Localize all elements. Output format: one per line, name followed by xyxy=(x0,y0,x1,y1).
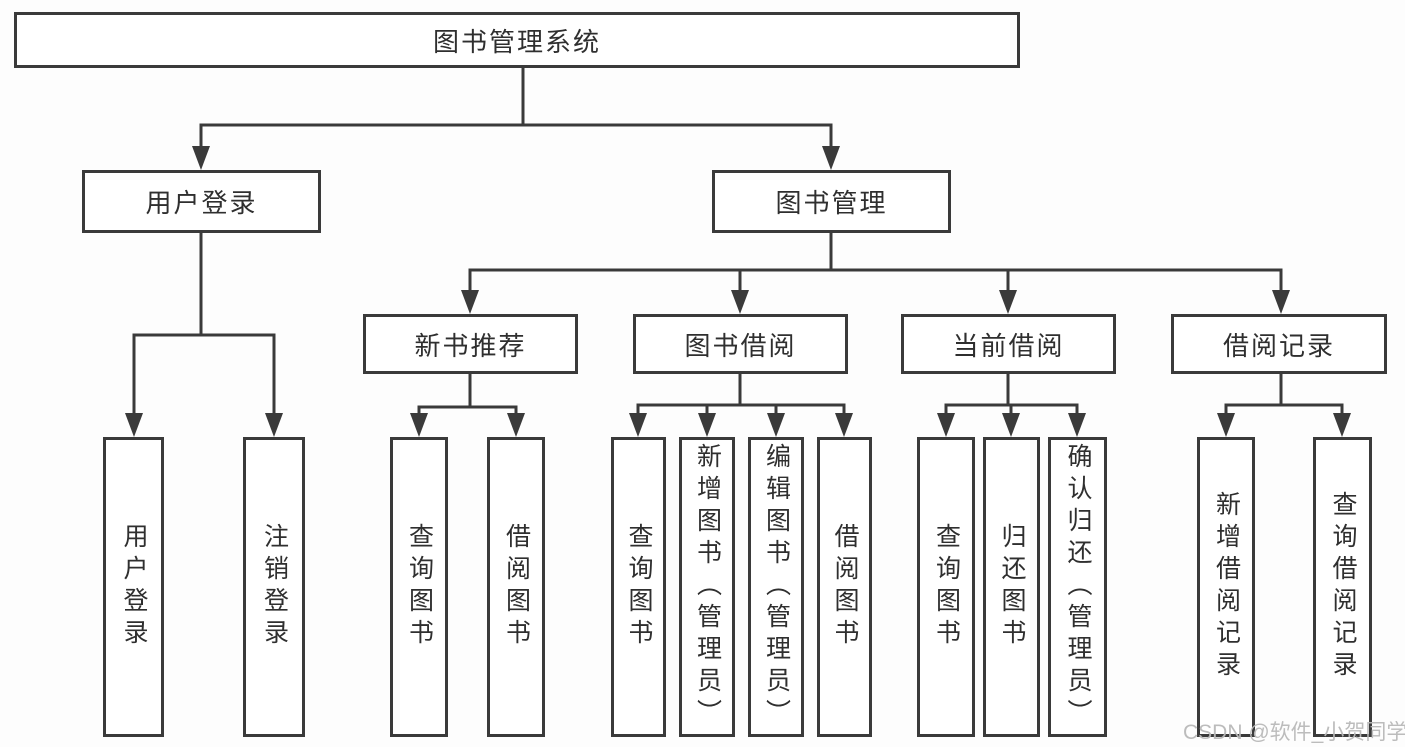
node-label: 借阅图书 xyxy=(502,523,531,651)
connector-book-borrow-to-leaves xyxy=(629,374,853,437)
leaf-logout: 注销登录 xyxy=(243,437,305,737)
node-user-login: 用户登录 xyxy=(82,170,321,233)
node-label: 图书管理系统 xyxy=(432,26,601,57)
node-label: 新书推荐 xyxy=(414,330,527,361)
node-label: 查询图书 xyxy=(405,523,434,651)
node-label: 图书管理 xyxy=(775,188,888,218)
connector-book-management-to-level3 xyxy=(461,233,1290,314)
node-book-borrow: 图书借阅 xyxy=(633,314,848,374)
leaf-user-login: 用户登录 xyxy=(103,437,164,737)
node-label: 当前借阅 xyxy=(952,330,1065,361)
node-label: 用户登录 xyxy=(145,188,258,218)
node-current-borrow: 当前借阅 xyxy=(901,314,1116,374)
node-label: 归还图书 xyxy=(998,523,1026,651)
node-label: 查询图书 xyxy=(932,523,961,651)
leaf-query-books-current: 查询图书 xyxy=(917,437,975,737)
node-book-management: 图书管理 xyxy=(712,170,951,233)
connector-new-book-to-leaves xyxy=(410,374,525,437)
node-label: 查询图书 xyxy=(625,523,653,651)
connector-borrow-records-to-leaves xyxy=(1217,374,1351,437)
leaf-confirm-return-admin: 确认归还（管理员） xyxy=(1048,437,1107,737)
connector-user-login-to-leaves xyxy=(125,233,283,437)
leaf-borrow-books: 借阅图书 xyxy=(817,437,872,737)
leaf-add-borrow-record: 新增借阅记录 xyxy=(1197,437,1255,737)
connector-current-borrow-to-leaves xyxy=(937,374,1086,437)
node-label: 查询借阅记录 xyxy=(1329,491,1357,683)
leaf-query-borrow-record: 查询借阅记录 xyxy=(1313,437,1372,737)
connector-root-to-level2 xyxy=(192,68,840,170)
leaf-edit-books-admin: 编辑图书（管理员） xyxy=(748,437,804,737)
node-label: 新增借阅记录 xyxy=(1212,491,1241,683)
node-label: 注销登录 xyxy=(260,523,289,651)
node-new-book-recommend: 新书推荐 xyxy=(363,314,578,374)
node-label: 编辑图书（管理员） xyxy=(762,443,791,731)
leaf-add-books-admin: 新增图书（管理员） xyxy=(679,437,735,737)
node-label: 借阅图书 xyxy=(831,523,859,651)
node-label: 新增图书（管理员） xyxy=(693,443,722,731)
node-label: 图书借阅 xyxy=(684,330,797,361)
leaf-borrow-books-recommend: 借阅图书 xyxy=(487,437,545,737)
node-label: 借阅记录 xyxy=(1222,330,1335,361)
leaf-return-books: 归还图书 xyxy=(983,437,1040,737)
node-label: 用户登录 xyxy=(120,523,148,651)
node-borrow-records: 借阅记录 xyxy=(1171,314,1387,374)
node-label: 确认归还（管理员） xyxy=(1064,443,1092,731)
leaf-query-books-borrow: 查询图书 xyxy=(611,437,666,737)
leaf-query-books-recommend: 查询图书 xyxy=(390,437,448,737)
node-library-management-system: 图书管理系统 xyxy=(14,12,1020,68)
csdn-watermark: CSDN @软件_小贺同学 xyxy=(1183,721,1405,744)
